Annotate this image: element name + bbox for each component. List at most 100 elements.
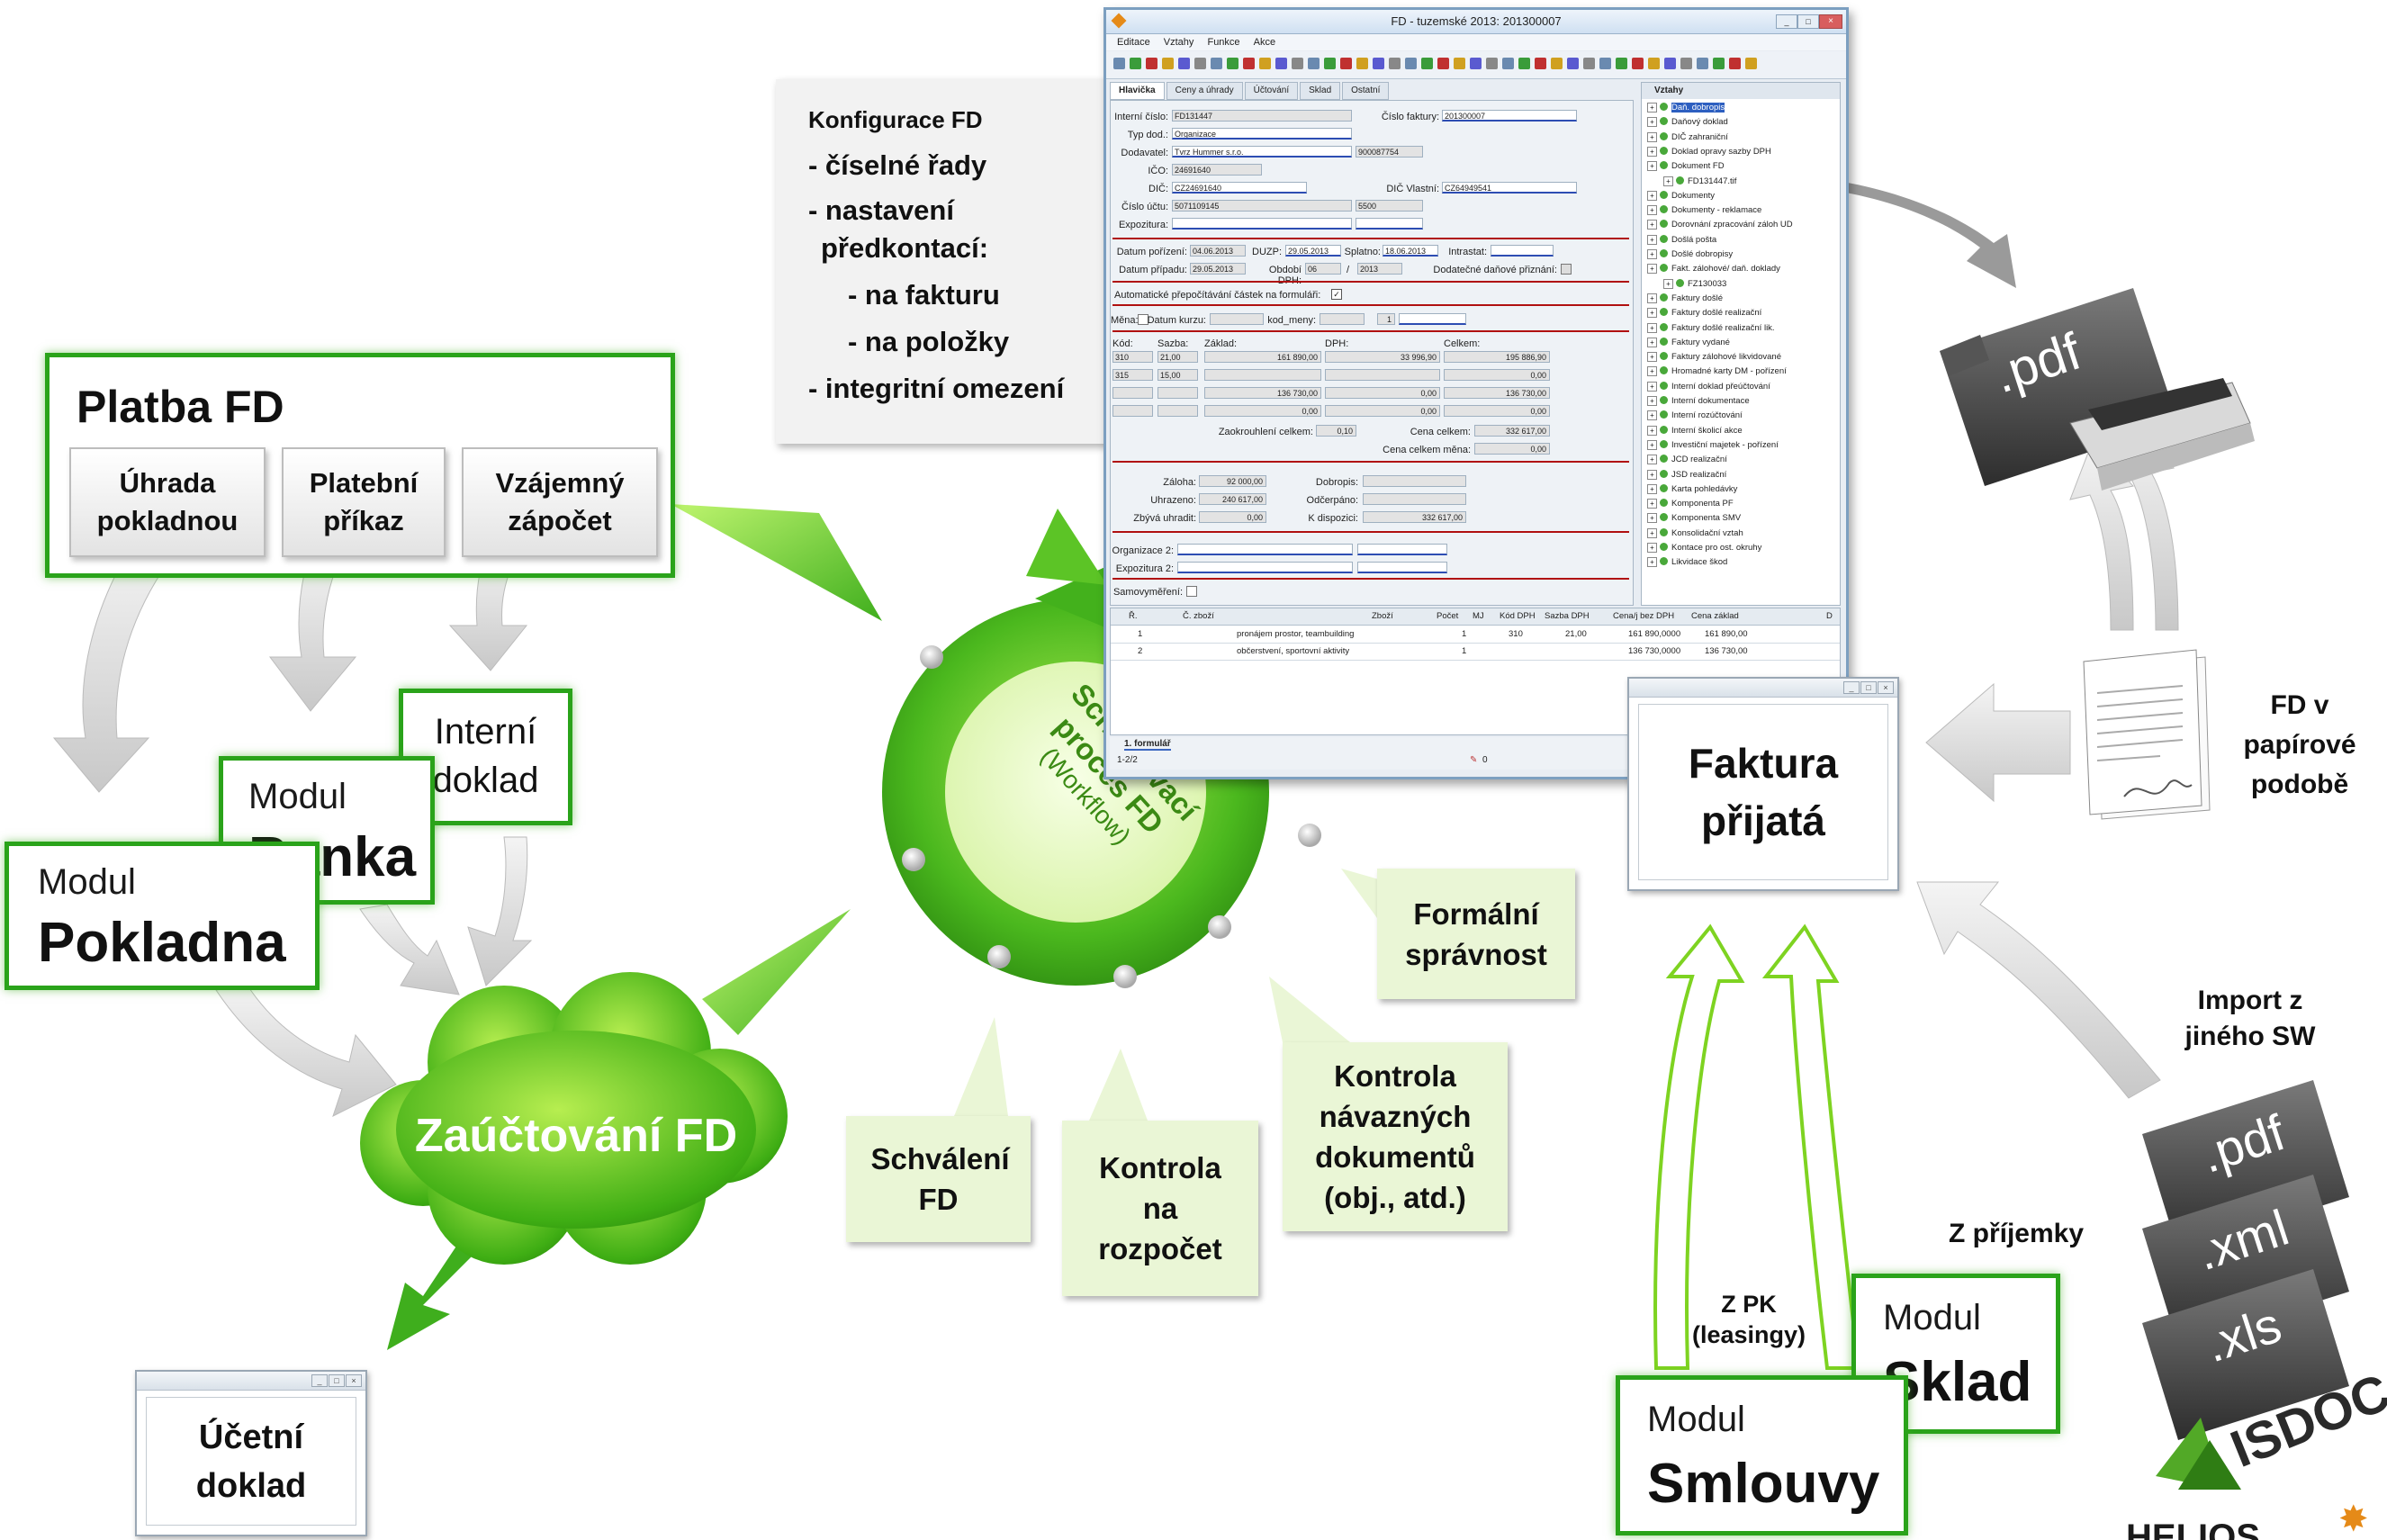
tree-item[interactable]: +JSD realizační xyxy=(1647,469,1726,480)
dph-sazba-cell[interactable]: 21,00 xyxy=(1157,351,1198,363)
k-dispozici-field[interactable]: 332 617,00 xyxy=(1363,511,1466,523)
toolbar-button-icon[interactable] xyxy=(1713,58,1725,69)
dph-celkem-cell[interactable]: 0,00 xyxy=(1444,405,1550,417)
grid-column-header[interactable]: Zboží xyxy=(1372,611,1393,621)
toolbar-button-icon[interactable] xyxy=(1599,58,1611,69)
dph-zaklad-cell[interactable] xyxy=(1204,369,1321,381)
ico-field[interactable]: 24691640 xyxy=(1172,164,1262,176)
expand-icon[interactable]: + xyxy=(1647,527,1657,538)
expand-icon[interactable]: + xyxy=(1647,455,1657,465)
expozitura2-kod-field[interactable] xyxy=(1357,562,1447,573)
auto-prepocet-checkbox[interactable]: ✓ xyxy=(1331,289,1342,300)
expozitura-field[interactable] xyxy=(1172,218,1352,230)
tree-item[interactable]: +Došlé dobropisy xyxy=(1647,249,1733,259)
kod-banky-field[interactable]: 5500 xyxy=(1356,200,1423,212)
tree-item[interactable]: +Faktury došlé realizační lik. xyxy=(1647,322,1775,333)
tree-item[interactable]: +Karta pohledávky xyxy=(1647,483,1737,494)
maximize-icon[interactable]: □ xyxy=(1797,14,1819,29)
tree-item[interactable]: +Fakt. zálohové/ daň. doklady xyxy=(1647,264,1780,275)
grid-column-header[interactable]: Cena základ xyxy=(1691,611,1739,621)
expand-icon[interactable]: + xyxy=(1647,220,1657,230)
expand-icon[interactable]: + xyxy=(1647,410,1657,421)
zbyva-field[interactable]: 0,00 xyxy=(1199,511,1266,523)
toolbar-button-icon[interactable] xyxy=(1243,58,1255,69)
dph-dph-cell[interactable]: 0,00 xyxy=(1325,387,1440,399)
dph-celkem-cell[interactable]: 195 886,90 xyxy=(1444,351,1550,363)
minimize-icon[interactable]: _ xyxy=(1776,14,1797,29)
tree-item[interactable]: +Konsolidační vztah xyxy=(1647,527,1743,538)
tree-item[interactable]: +Likvidace škod xyxy=(1647,557,1727,568)
expand-icon[interactable]: + xyxy=(1647,483,1657,494)
obdobi-mesic-field[interactable]: 06 xyxy=(1305,263,1341,275)
expand-icon[interactable]: + xyxy=(1647,322,1657,333)
toolbar-button-icon[interactable] xyxy=(1567,58,1579,69)
dph-kod-cell[interactable]: 310 xyxy=(1112,351,1153,363)
tree-item[interactable]: +Faktury vydané xyxy=(1647,337,1730,347)
tree-item[interactable]: +Hromadné karty DM - pořízení xyxy=(1647,366,1787,377)
dph-dph-cell[interactable] xyxy=(1325,369,1440,381)
grid-column-header[interactable]: Cena/j bez DPH xyxy=(1613,611,1675,621)
toolbar-button-icon[interactable] xyxy=(1308,58,1320,69)
dodatecne-checkbox[interactable] xyxy=(1561,264,1572,275)
toolbar-button-icon[interactable] xyxy=(1130,58,1141,69)
foot-tab[interactable]: 1. formulář xyxy=(1124,739,1171,751)
tree-item[interactable]: +Faktury zálohové likvidované xyxy=(1647,352,1781,363)
tree-item[interactable]: +Komponenta PF xyxy=(1647,499,1734,509)
tree-item[interactable]: +FD131447.tif xyxy=(1663,176,1736,186)
toolbar-button-icon[interactable] xyxy=(1324,58,1336,69)
dph-sazba-cell[interactable] xyxy=(1157,405,1198,417)
cislo-uctu-field[interactable]: 5071109145 xyxy=(1172,200,1352,212)
toolbar-button-icon[interactable] xyxy=(1486,58,1498,69)
menu-akce[interactable]: Akce xyxy=(1253,37,1276,48)
toolbar-button-icon[interactable] xyxy=(1729,58,1741,69)
expand-icon[interactable]: + xyxy=(1647,234,1657,245)
toolbar-button-icon[interactable] xyxy=(1551,58,1563,69)
expand-icon[interactable]: + xyxy=(1647,381,1657,392)
expand-icon[interactable]: + xyxy=(1647,117,1657,128)
tree-item[interactable]: +Investiční majetek - pořízení xyxy=(1647,439,1779,450)
zaloha-field[interactable]: 92 000,00 xyxy=(1199,475,1266,487)
toolbar-button-icon[interactable] xyxy=(1275,58,1287,69)
tab-hlavicka[interactable]: Hlavička xyxy=(1110,82,1165,100)
uhrazeno-field[interactable]: 240 617,00 xyxy=(1199,493,1266,505)
toolbar-button-icon[interactable] xyxy=(1502,58,1514,69)
zaokrouhleni-field[interactable]: 0,10 xyxy=(1316,425,1356,437)
tab-uctovani[interactable]: Účtování xyxy=(1244,82,1299,100)
toolbar-button-icon[interactable] xyxy=(1292,58,1303,69)
expand-icon[interactable]: + xyxy=(1647,337,1657,347)
tree-item[interactable]: +Daň. dobropis xyxy=(1647,103,1725,113)
datum-pripadu-field[interactable]: 29.05.2013 xyxy=(1190,263,1246,275)
expand-icon[interactable]: + xyxy=(1647,161,1657,172)
expand-icon[interactable]: + xyxy=(1647,425,1657,436)
dph-zaklad-cell[interactable]: 161 890,00 xyxy=(1204,351,1321,363)
dodavatel-field[interactable]: Tvrz Hummer s.r.o. xyxy=(1172,146,1352,158)
toolbar-button-icon[interactable] xyxy=(1745,58,1757,69)
expand-icon[interactable]: + xyxy=(1647,249,1657,259)
expozitura2-field[interactable] xyxy=(1177,562,1353,573)
menu-editace[interactable]: Editace xyxy=(1117,37,1150,48)
toolbar-button-icon[interactable] xyxy=(1470,58,1482,69)
dph-celkem-cell[interactable]: 0,00 xyxy=(1444,369,1550,381)
cislo-faktury-field[interactable]: 201300007 xyxy=(1442,110,1577,122)
toolbar-button-icon[interactable] xyxy=(1632,58,1644,69)
grid-column-header[interactable]: Ř. xyxy=(1129,611,1138,621)
expand-icon[interactable]: + xyxy=(1647,264,1657,275)
tab-ostatni[interactable]: Ostatní xyxy=(1342,82,1390,100)
expozitura-kod-field[interactable] xyxy=(1356,218,1423,230)
dph-kod-cell[interactable]: 315 xyxy=(1112,369,1153,381)
dph-zaklad-cell[interactable]: 136 730,00 xyxy=(1204,387,1321,399)
tree-item[interactable]: +Interní dokumentace xyxy=(1647,396,1750,406)
menu-vztahy[interactable]: Vztahy xyxy=(1163,37,1194,48)
tree-item[interactable]: +Dorovnání zpracování záloh UD xyxy=(1647,220,1793,230)
expand-icon[interactable]: + xyxy=(1647,293,1657,303)
toolbar-button-icon[interactable] xyxy=(1162,58,1174,69)
kurz-field[interactable]: 1 xyxy=(1377,313,1395,325)
datum-porizeni-field[interactable]: 04.06.2013 xyxy=(1190,245,1246,257)
grid-column-header[interactable]: D xyxy=(1826,611,1833,621)
grid-column-header[interactable]: Č. zboží xyxy=(1183,611,1214,621)
dph-zaklad-cell[interactable]: 0,00 xyxy=(1204,405,1321,417)
toolbar-button-icon[interactable] xyxy=(1648,58,1660,69)
grid-column-header[interactable]: Počet xyxy=(1437,611,1459,621)
tab-ceny-uhrady[interactable]: Ceny a úhrady xyxy=(1166,82,1243,100)
